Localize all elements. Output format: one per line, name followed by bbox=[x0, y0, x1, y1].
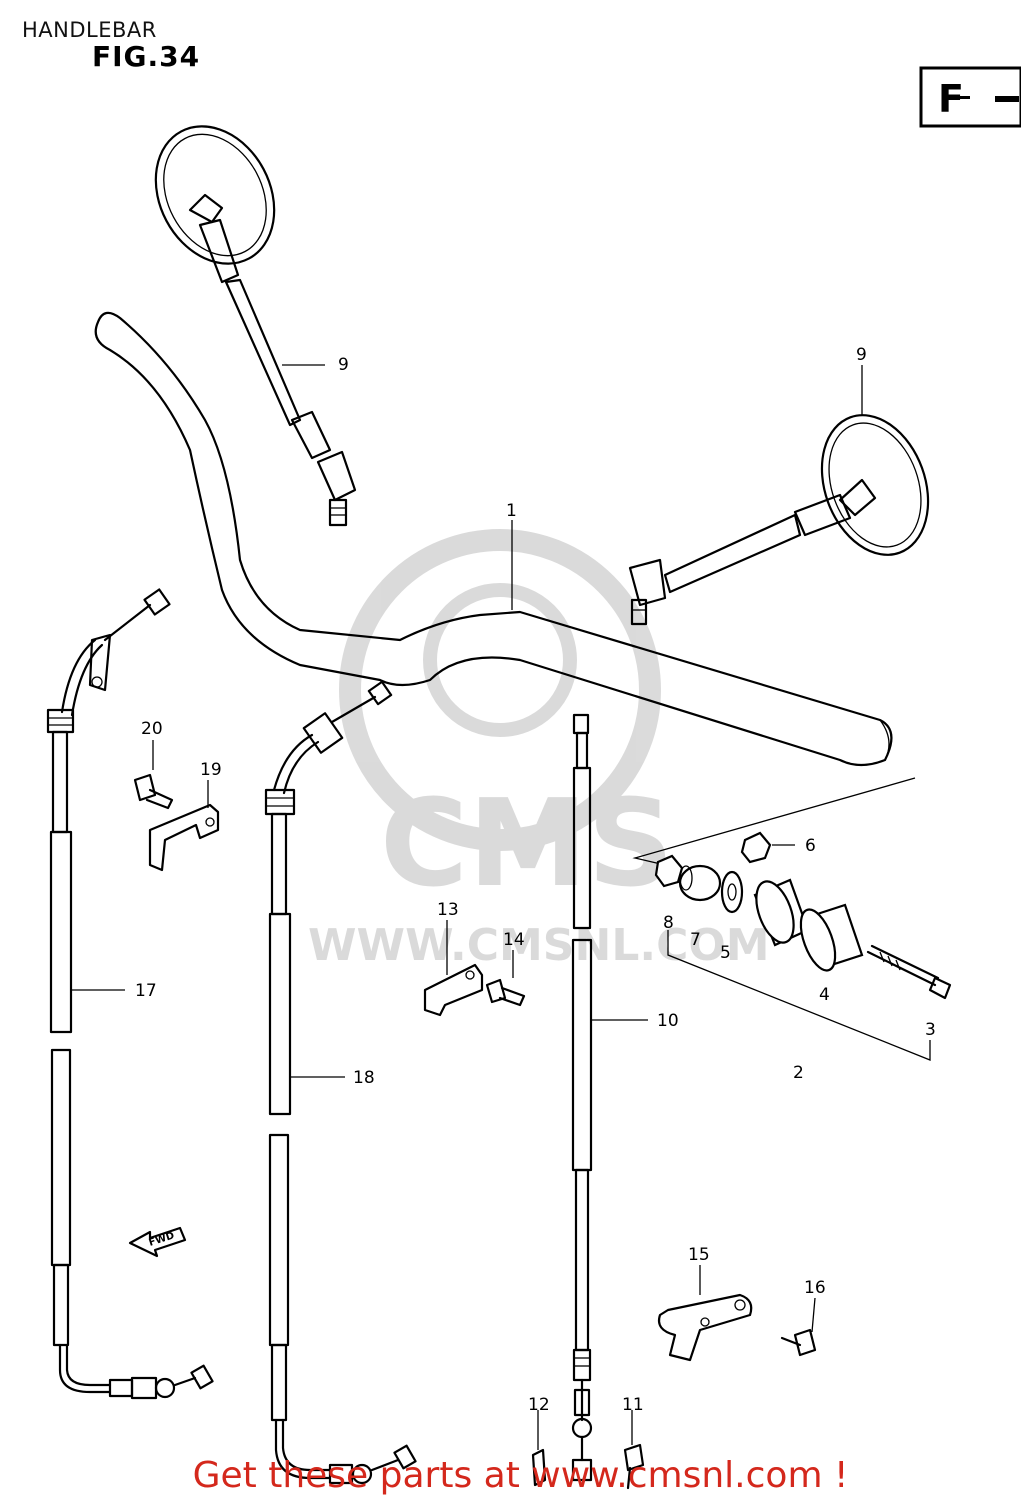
bolt-16 bbox=[780, 1328, 817, 1357]
cable-18 bbox=[264, 680, 417, 1485]
callout-6: 6 bbox=[805, 836, 816, 856]
callout-11: 11 bbox=[622, 1395, 644, 1415]
forward-arrow: FWD bbox=[128, 1226, 187, 1258]
bracket-15 bbox=[657, 1293, 753, 1362]
watermark: CMS WWW.CMSNL.COM bbox=[308, 529, 770, 971]
screw-11 bbox=[623, 1443, 645, 1490]
callout-12: 12 bbox=[528, 1395, 550, 1415]
watermark-url: WWW.CMSNL.COM bbox=[308, 920, 770, 971]
callout-19: 19 bbox=[200, 760, 222, 780]
clamp-13 bbox=[423, 963, 484, 1017]
callout-16: 16 bbox=[804, 1278, 826, 1298]
section-badge: F bbox=[919, 66, 1021, 128]
callout-14: 14 bbox=[503, 930, 525, 950]
page-title: HANDLEBAR bbox=[22, 18, 157, 42]
forward-arrow-label: FWD bbox=[148, 1230, 176, 1249]
handlebar-part bbox=[94, 311, 893, 767]
bolt-20 bbox=[133, 773, 174, 810]
callout-5: 5 bbox=[720, 943, 731, 963]
callout-13: 13 bbox=[437, 900, 459, 920]
footer-banner-text: Get these parts at www.cmsnl.com ! bbox=[192, 1455, 849, 1496]
callout-2: 2 bbox=[793, 1063, 804, 1083]
footer-banner-link[interactable]: Get these parts at www.cmsnl.com ! bbox=[0, 1455, 1021, 1496]
leader-lines bbox=[72, 364, 863, 1450]
bracket-19 bbox=[148, 803, 220, 872]
callout-1: 1 bbox=[506, 501, 517, 521]
left-mirror bbox=[154, 125, 357, 527]
right-mirror bbox=[628, 414, 930, 626]
pin-12 bbox=[531, 1448, 547, 1487]
callout-3: 3 bbox=[925, 1020, 936, 1040]
cable-10 bbox=[571, 713, 593, 1482]
figure-number: FIG.34 bbox=[92, 40, 201, 73]
screw-14 bbox=[485, 978, 526, 1007]
callout-9-left: 9 bbox=[338, 355, 349, 375]
cable-17 bbox=[46, 588, 214, 1400]
section-badge-letter: F bbox=[938, 77, 964, 121]
callout-7: 7 bbox=[690, 930, 701, 950]
callout-15: 15 bbox=[688, 1245, 710, 1265]
callout-10: 10 bbox=[657, 1011, 679, 1031]
callout-labels: 1 2 3 4 5 6 7 8 9 9 10 11 12 13 14 15 16… bbox=[135, 345, 936, 1415]
bar-end-assembly bbox=[632, 777, 952, 1061]
callout-4: 4 bbox=[819, 985, 830, 1005]
watermark-logo: CMS bbox=[380, 775, 674, 914]
callout-8: 8 bbox=[663, 913, 674, 933]
callout-9-right: 9 bbox=[856, 345, 867, 365]
callout-17: 17 bbox=[135, 981, 157, 1001]
callout-20: 20 bbox=[141, 719, 163, 739]
callout-18: 18 bbox=[353, 1068, 375, 1088]
